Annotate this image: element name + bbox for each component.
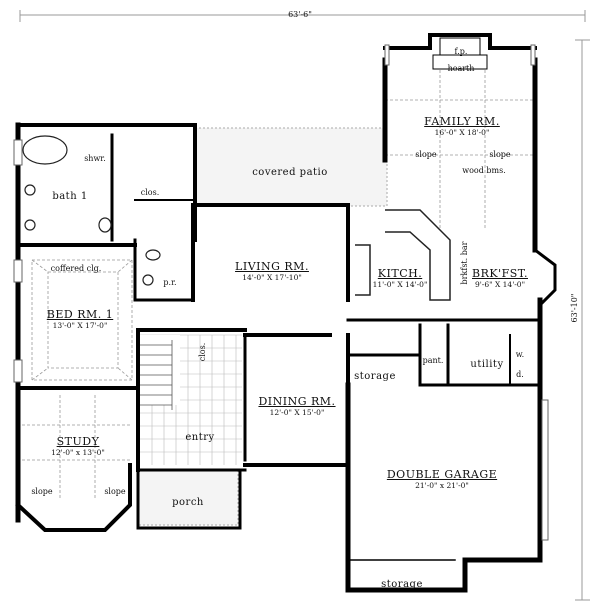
fireplace-label: f.p. xyxy=(454,47,468,56)
pantry-label: pant. xyxy=(422,356,444,365)
entry-closet-label: clos. xyxy=(198,342,207,362)
covered-patio-label: covered patio xyxy=(252,167,328,178)
family-slope-left: slope xyxy=(415,150,437,159)
fireplace xyxy=(432,37,488,70)
bath1-label: bath 1 xyxy=(52,191,88,202)
storage-label-upper: storage xyxy=(354,371,396,382)
study-slope-right: slope xyxy=(104,487,126,496)
room-garage: DOUBLE GARAGE 21'-0" x 21'-0" xyxy=(386,468,498,490)
washer-label: w. xyxy=(515,350,525,359)
room-living: LIVING RM. 14'-0" X 17'-10" xyxy=(235,260,309,282)
shower-label: shwr. xyxy=(84,154,106,163)
ceiling-lines xyxy=(22,60,535,500)
patio-fill xyxy=(137,127,388,526)
wood-beams-label: wood bms. xyxy=(462,166,506,175)
overall-depth-dimension: 63'-10" xyxy=(570,293,579,323)
entry-label: entry xyxy=(185,432,215,443)
study-slope-left: slope xyxy=(31,487,53,496)
overall-width-dimension: 63'-6" xyxy=(288,10,312,19)
utility-label: utility xyxy=(470,359,504,370)
hearth-label: hearth xyxy=(447,64,475,73)
dryer-label: d. xyxy=(516,370,524,379)
kitchen-counter xyxy=(355,209,451,301)
room-family: FAMILY RM. 16'-0" X 18'-0" xyxy=(424,115,500,137)
coffered-ceiling-label: coffered clg. xyxy=(50,264,102,273)
powder-room-label: p.r. xyxy=(163,278,177,287)
room-study: STUDY 12'-0" x 13'-0" xyxy=(51,435,105,457)
bath-fixtures xyxy=(22,135,161,286)
family-slope-right: slope xyxy=(489,150,511,159)
room-dining: DINING RM. 12'-0" X 15'-0" xyxy=(258,395,336,417)
dimension-lines xyxy=(19,10,590,601)
closet-label: clos. xyxy=(140,188,160,197)
storage-label-garage: storage xyxy=(381,579,423,590)
breakfast-bar-label: brkfst. bar xyxy=(460,241,469,285)
stairs xyxy=(140,340,173,410)
windows xyxy=(13,44,549,541)
room-kitchen: KITCH. 11'-0" X 14'-0" xyxy=(372,267,428,289)
walls xyxy=(15,33,557,593)
room-breakfast: BRK'FST. 9'-6" X 14'-0" xyxy=(472,267,528,289)
room-bedroom-1: BED RM. 1 13'-0" X 17'-0" xyxy=(46,308,114,330)
porch-label: porch xyxy=(172,497,204,508)
